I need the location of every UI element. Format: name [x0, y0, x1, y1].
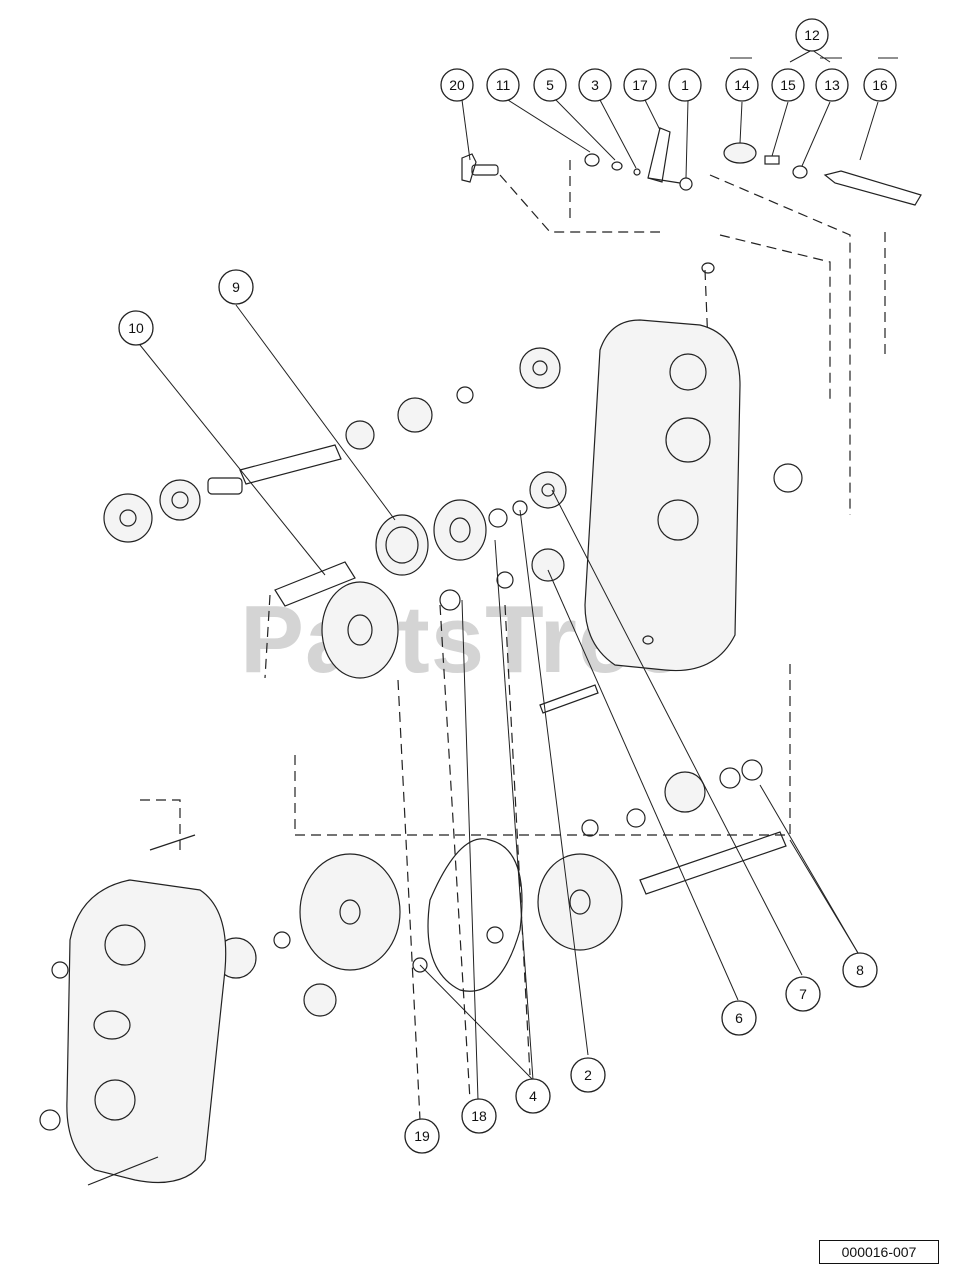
- callout-6: 6: [721, 1000, 757, 1036]
- figure-code-label: 000016-007: [819, 1240, 939, 1264]
- svg-text:6: 6: [735, 1010, 743, 1026]
- svg-text:2: 2: [584, 1067, 592, 1083]
- svg-text:3: 3: [591, 77, 599, 93]
- callout-5: 5: [533, 68, 567, 102]
- callout-18: 18: [461, 1098, 497, 1134]
- svg-text:12: 12: [804, 27, 820, 43]
- svg-text:7: 7: [799, 986, 807, 1002]
- callout-16: 16: [863, 68, 897, 102]
- svg-text:9: 9: [232, 279, 240, 295]
- callout-11: 11: [486, 68, 520, 102]
- svg-text:13: 13: [824, 77, 840, 93]
- callout-12: 12: [795, 18, 829, 52]
- svg-text:17: 17: [632, 77, 648, 93]
- callout-10: 10: [118, 310, 154, 346]
- callout-14: 14: [725, 68, 759, 102]
- svg-text:11: 11: [496, 77, 511, 93]
- svg-text:15: 15: [780, 77, 796, 93]
- lower-gear-case: [39, 834, 227, 1186]
- callout-15: 15: [771, 68, 805, 102]
- callout-brackets: [730, 49, 898, 63]
- lower-shaft-assembly: [215, 759, 787, 1017]
- callout-2: 2: [570, 1057, 606, 1093]
- svg-text:16: 16: [872, 77, 888, 93]
- upper-shaft-assembly: [103, 347, 599, 714]
- callout-19: 19: [404, 1118, 440, 1154]
- callout-7: 7: [785, 976, 821, 1012]
- callout-20: 20: [440, 68, 474, 102]
- callout-13: 13: [815, 68, 849, 102]
- callout-leaders: [139, 99, 879, 1101]
- callout-17: 17: [623, 68, 657, 102]
- svg-text:14: 14: [734, 77, 750, 93]
- assembly-guide-lines: [140, 160, 886, 1121]
- svg-text:8: 8: [856, 962, 864, 978]
- svg-text:4: 4: [529, 1088, 537, 1104]
- callout-4: 4: [515, 1078, 551, 1114]
- callout-8: 8: [842, 952, 878, 988]
- svg-text:10: 10: [128, 320, 144, 336]
- svg-text:20: 20: [449, 77, 465, 93]
- svg-text:18: 18: [471, 1108, 487, 1124]
- svg-text:1: 1: [681, 77, 689, 93]
- callout-1: 1: [668, 68, 702, 102]
- svg-text:19: 19: [414, 1128, 430, 1144]
- upper-gear-case: [584, 262, 803, 672]
- callout-9: 9: [218, 269, 254, 305]
- callout-3: 3: [578, 68, 612, 102]
- linkage-parts: [461, 127, 922, 206]
- svg-text:5: 5: [546, 77, 554, 93]
